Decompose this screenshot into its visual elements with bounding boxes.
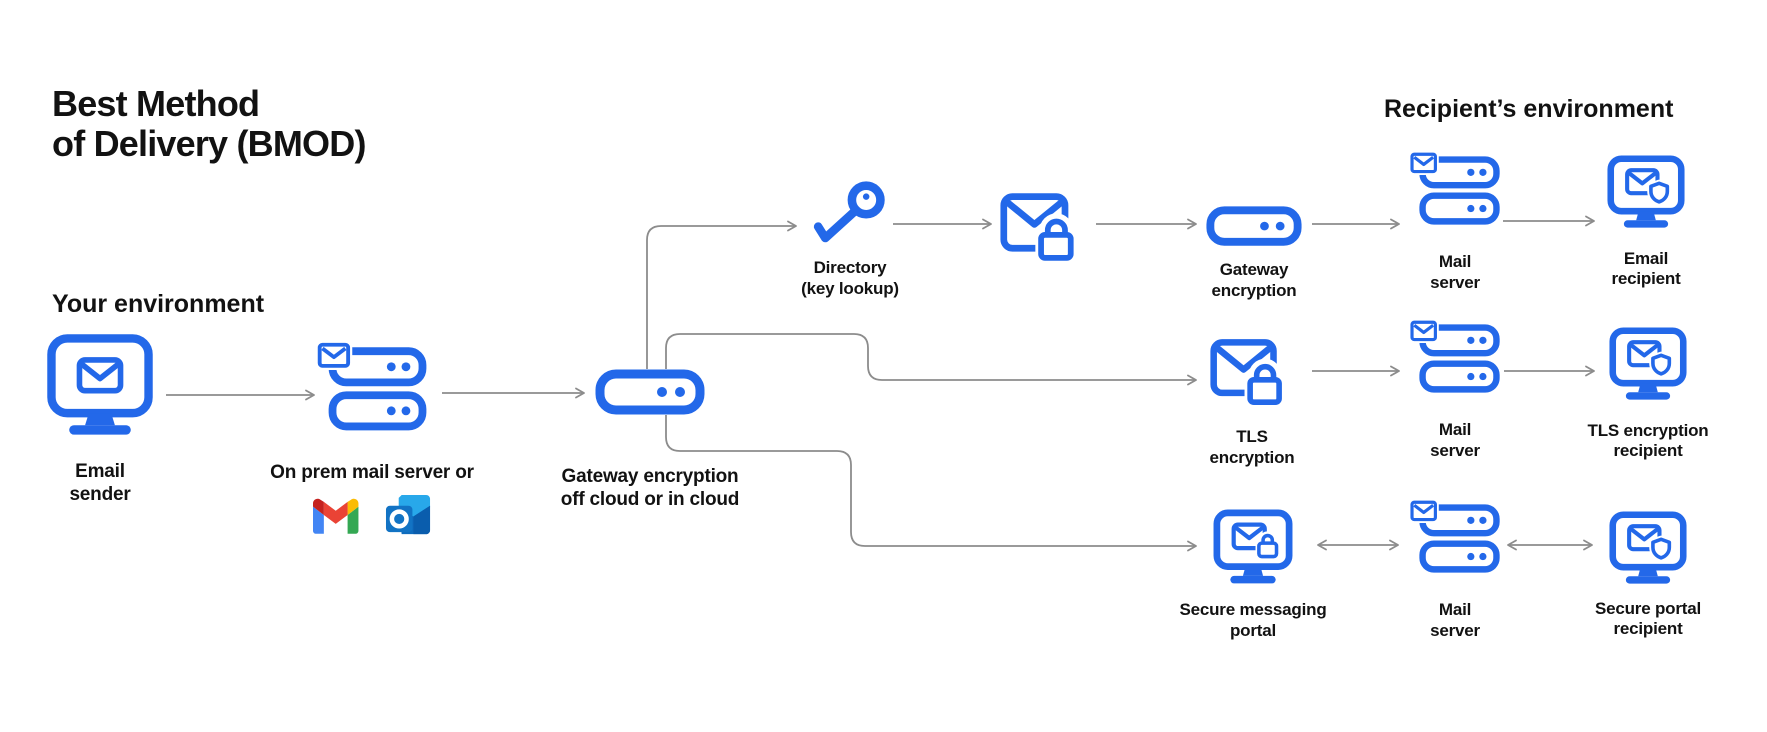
node-label: Mail server [1430,420,1480,461]
section-your-environment: Your environment [52,290,265,318]
label-line: (key lookup) [801,279,899,299]
node-email-sender: Email sender [0,331,200,506]
monitor-envelope-shield-icon [1607,155,1685,228]
node-gateway-central: Gateway encryption off cloud or in cloud [530,369,770,511]
flow-arrows [166,215,1595,552]
page-title: Best Method of Delivery (BMOD) [52,83,366,165]
mail-server-stack-icon [316,342,427,431]
node-label: TLS encryption recipient [1588,421,1709,462]
mail-server-stack-icon [1409,320,1500,393]
label-line: TLS [1236,426,1268,446]
label-line: Gateway encryption [561,466,739,487]
monitor-envelope-shield-icon [1609,327,1687,400]
node-email-recipient: Email recipient [1551,153,1741,290]
label-line: Secure messaging [1179,600,1327,620]
node-label: Mail server [1430,600,1480,641]
label-line: portal [1229,621,1276,641]
label-line: server [1430,620,1480,640]
label-line: recipient [1613,619,1683,639]
node-label: Email sender [69,460,130,506]
label-line: recipient [1613,441,1683,461]
node-tls-encryption: TLS encryption [1157,334,1347,468]
monitor-envelope-lock-icon [1213,509,1293,584]
node-encrypted-message [999,188,1087,265]
server-icon [595,369,705,415]
node-label: Gateway encryption [1212,260,1297,301]
mail-server-stack-icon [1409,500,1500,573]
title-line: Best Method [52,83,260,124]
label-line: recipient [1611,269,1681,289]
label-line: Directory [813,258,887,278]
label-line: On prem mail server or [270,462,474,484]
node-mail-server-bottom: Mail server [1360,500,1550,641]
node-gateway-encryption: Gateway encryption [1159,206,1349,302]
node-label: Email recipient [1611,249,1680,290]
node-label: Secure portal recipient [1595,599,1701,640]
label-line: sender [69,483,131,505]
node-directory-key-lookup: Directory (key lookup) [750,180,950,300]
node-mail-server-top: Mail server [1360,152,1550,293]
label-line: off cloud or in cloud [560,489,740,511]
section-recipients-environment: Recipient’s environment [1384,95,1674,123]
node-label: Secure messaging portal [1179,600,1326,641]
label-line: encryption [1209,447,1295,467]
outlook-icon [385,495,430,535]
label-line: Gateway [1219,260,1289,280]
node-mail-server-middle: Mail server [1360,320,1550,461]
node-secure-portal-recipient: Secure portal recipient [1548,509,1748,640]
envelope-lock-icon [1210,339,1285,408]
label-line: Secure portal [1594,598,1702,618]
gmail-icon [312,498,358,534]
monitor-envelope-shield-icon [1609,511,1687,584]
node-secure-messaging-portal: Secure messaging portal [1148,507,1358,642]
label-line: Mail [1438,251,1472,271]
node-label: Directory (key lookup) [801,258,899,299]
mail-server-stack-icon [1409,152,1500,225]
node-on-prem-mail-server: On prem mail server or [232,342,512,539]
key-icon [813,181,885,243]
label-line: Email [1623,248,1669,268]
node-label: On prem mail server or [270,461,474,484]
provider-logos [312,493,432,538]
label-line: server [1430,272,1480,292]
node-tls-encryption-recipient: TLS encryption recipient [1548,325,1748,462]
label-line: Mail [1438,599,1472,619]
label-line: TLS encryption [1587,420,1709,440]
node-label: Mail server [1430,252,1480,293]
label-line: encryption [1211,280,1297,300]
server-icon [1206,206,1302,246]
monitor-envelope-icon [47,334,153,435]
title-line: of Delivery (BMOD) [52,123,366,165]
envelope-lock-icon [1000,193,1077,264]
label-line: Email [75,460,125,482]
label-line: Mail [1438,419,1472,439]
node-label: Gateway encryption off cloud or in cloud [560,465,740,511]
node-label: TLS encryption [1210,427,1295,468]
label-line: server [1430,440,1480,460]
